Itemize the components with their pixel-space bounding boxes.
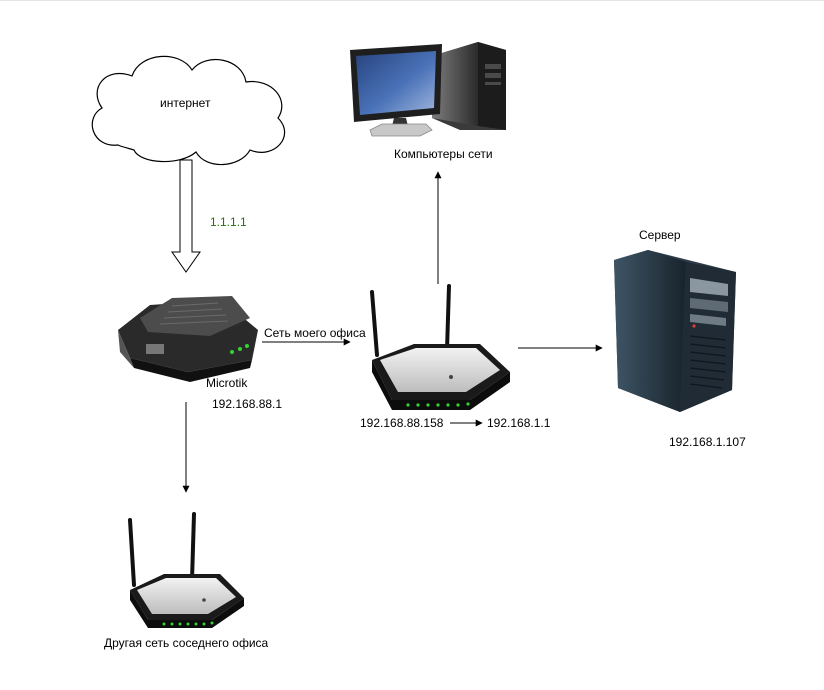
office-router-icon — [370, 284, 510, 410]
computers-label: Компьютеры сети — [394, 147, 493, 161]
server-icon — [614, 250, 736, 412]
neighbor-router-icon — [128, 512, 244, 628]
office-network-label: Сеть моего офиса — [264, 326, 366, 340]
internet-link-arrow — [171, 159, 201, 273]
internet-link-ip-label: 1.1.1.1 — [210, 215, 247, 229]
server-title-label: Сервер — [639, 228, 681, 242]
office-router-wan-ip-label: 192.168.88.158 — [360, 416, 444, 430]
microtik-router-icon — [118, 296, 258, 382]
neighbor-network-label: Другая сеть соседнего офиса — [104, 636, 269, 650]
microtik-ip-label: 192.168.88.1 — [212, 397, 283, 411]
desktop-computer-icon — [350, 42, 506, 137]
microtik-label: Microtik — [206, 376, 248, 390]
top-border — [0, 0, 824, 1]
internet-label: интернет — [160, 96, 211, 110]
office-router-lan-ip-label: 192.168.1.1 — [487, 416, 551, 430]
internet-cloud-icon — [91, 55, 286, 166]
server-ip-label: 192.168.1.107 — [669, 435, 746, 449]
